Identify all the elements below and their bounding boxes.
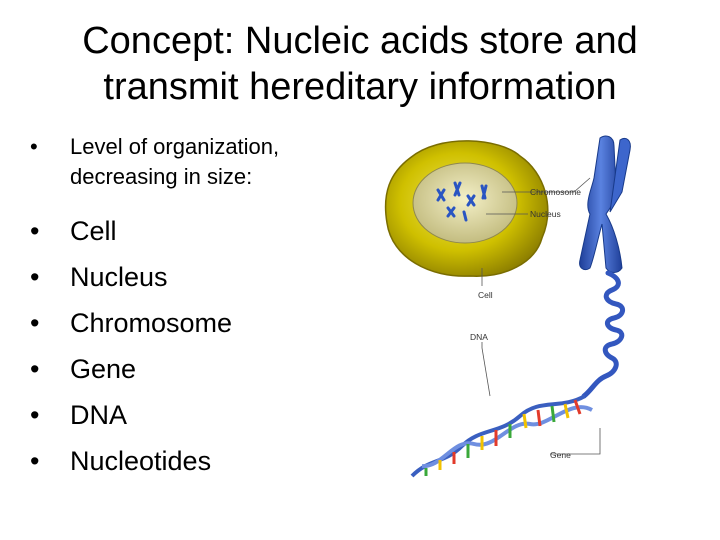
chromatin-coil [581, 270, 625, 399]
label-dna: DNA [470, 332, 488, 342]
bullet-nucleus: Nucleus [30, 254, 360, 300]
bullet-chromosome: Chromosome [30, 300, 360, 346]
label-chromosome: Chromosome [530, 187, 581, 197]
organization-levels-list: Level of organization, decreasing in siz… [30, 132, 360, 484]
label-cell: Cell [478, 290, 493, 300]
hereditary-hierarchy-illustration: Chromosome Nucleus Cell DNA Gene [384, 135, 631, 478]
chromosome [579, 135, 631, 273]
dna-helix [410, 394, 593, 478]
leader-lines [481, 177, 601, 455]
label-nucleus: Nucleus [530, 209, 561, 219]
bullet-dna: DNA [30, 392, 360, 438]
bullet-cell: Cell [30, 208, 360, 254]
slide-title: Concept: Nucleic acids store and transmi… [82, 20, 638, 108]
bullet-gene: Gene [30, 346, 360, 392]
label-gene: Gene [550, 450, 571, 460]
bullet-nucleotides: Nucleotides [30, 438, 360, 484]
nucleus-chromosomes [436, 181, 488, 222]
nucleus [412, 162, 518, 244]
bullet-intro: Level of organization, decreasing in siz… [30, 132, 360, 192]
